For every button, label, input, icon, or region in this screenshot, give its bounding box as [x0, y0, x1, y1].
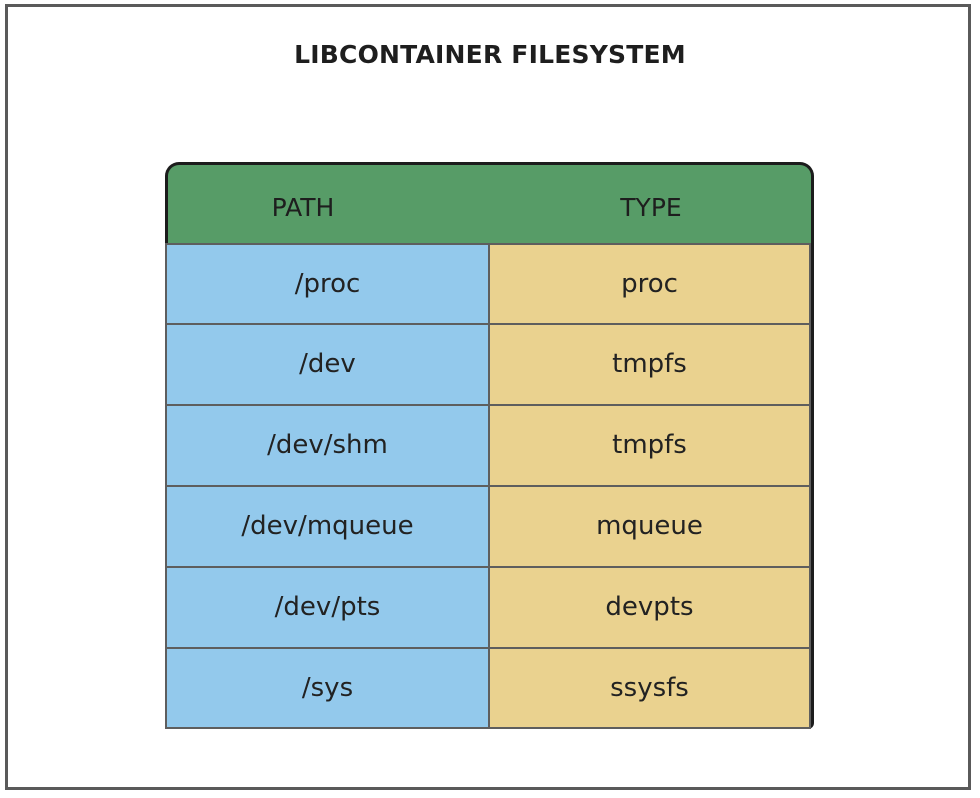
header-path: PATH — [271, 193, 335, 222]
table-row: /proc proc — [165, 243, 811, 324]
type-cell: proc — [489, 243, 811, 324]
table-row: /dev/pts devpts — [165, 567, 811, 648]
type-cell: tmpfs — [489, 405, 811, 486]
diagram-title: LIBCONTAINER FILESYSTEM — [294, 40, 686, 69]
header-type: TYPE — [620, 193, 682, 222]
table-row: /sys ssysfs — [165, 648, 811, 729]
table-row: /dev tmpfs — [165, 324, 811, 405]
type-cell: mqueue — [489, 486, 811, 567]
type-cell: tmpfs — [489, 324, 811, 405]
table-row: /dev/mqueue mqueue — [165, 486, 811, 567]
path-cell: /proc — [165, 243, 489, 324]
path-cell: /dev/mqueue — [165, 486, 489, 567]
table-row: /dev/shm tmpfs — [165, 405, 811, 486]
table-header: PATH TYPE — [165, 162, 814, 243]
path-cell: /dev — [165, 324, 489, 405]
path-cell: /dev/pts — [165, 567, 489, 648]
type-cell: devpts — [489, 567, 811, 648]
type-cell: ssysfs — [489, 648, 811, 729]
filesystem-table: PATH TYPE /proc proc /dev tmpfs /dev/shm… — [165, 162, 814, 729]
path-cell: /sys — [165, 648, 489, 729]
path-cell: /dev/shm — [165, 405, 489, 486]
table-body: /proc proc /dev tmpfs /dev/shm tmpfs /de… — [165, 243, 814, 729]
